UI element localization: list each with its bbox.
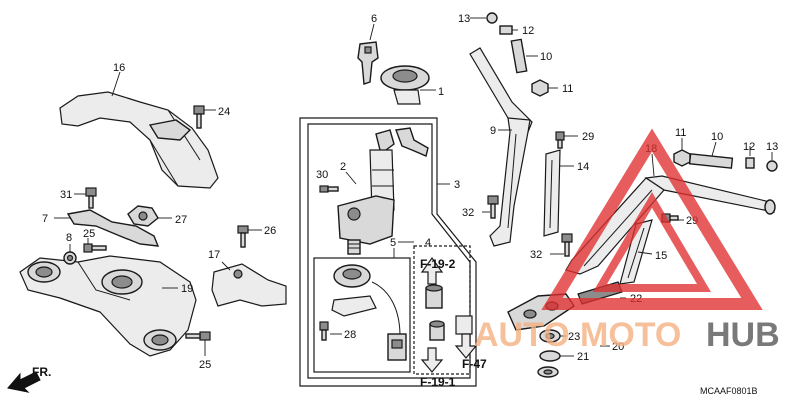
part-32-bolt-right	[561, 233, 573, 257]
reference-box	[413, 245, 471, 375]
callout-8: 8	[66, 232, 72, 244]
part-29-bolt-left	[555, 131, 565, 149]
leader-16	[111, 71, 121, 97]
part-21-washer	[537, 350, 561, 378]
callout-1: 1	[438, 86, 444, 98]
watermark-text-hub: HUB	[706, 316, 780, 354]
callout-19: 19	[181, 283, 193, 295]
callout-17: 17	[208, 249, 220, 261]
leader-15	[637, 251, 653, 255]
callout-28: 28	[344, 329, 356, 341]
watermark-logo: AUTO MOTO HUB	[474, 128, 780, 354]
callout-9: 9	[490, 125, 496, 137]
callout-16: 16	[113, 62, 125, 74]
part-19-top-bridge	[19, 255, 197, 357]
part-12-collar-right	[745, 157, 755, 169]
leader-17	[221, 261, 231, 271]
part-16-upper-cover	[59, 91, 219, 189]
ref-f192: F-19-2	[420, 257, 456, 271]
callout-20: 20	[612, 341, 624, 353]
watermark-text-moto: MOTO	[580, 316, 681, 354]
part-14-plate	[543, 149, 561, 237]
part-9-left-handlebar	[469, 47, 533, 247]
watermark-text-auto: AUTO	[474, 316, 570, 354]
callout-23: 23	[568, 331, 580, 343]
part-2-ignition-switch	[337, 149, 395, 245]
part-6-key	[357, 41, 379, 85]
callout-3: 3	[454, 179, 460, 191]
ref-arrow-f47	[454, 333, 478, 359]
part-5-box	[313, 257, 411, 373]
callout-15: 15	[655, 250, 667, 262]
part-1-ignition-cover	[380, 65, 430, 105]
part-10-weight-left	[510, 38, 528, 74]
part-24-bolt	[193, 105, 205, 129]
part-12-collar-left	[499, 25, 513, 35]
ref-f47: F-47	[462, 357, 487, 371]
lock-cylinders	[425, 284, 473, 341]
direction-label: FR.	[32, 365, 51, 379]
part-30-screw	[319, 185, 339, 193]
part-27-nut	[127, 205, 159, 227]
callout-31: 31	[60, 189, 72, 201]
callout-12b: 12	[743, 141, 755, 153]
part-17-bracket	[211, 263, 287, 307]
callout-27: 27	[175, 214, 187, 226]
leader-2	[345, 171, 357, 185]
callout-25b: 25	[199, 359, 211, 371]
callout-32b: 32	[530, 249, 542, 261]
callout-29a: 29	[582, 131, 594, 143]
callout-26: 26	[264, 225, 276, 237]
callout-25a: 25	[83, 228, 95, 240]
part-31-bolt	[85, 187, 97, 209]
callout-11b: 11	[675, 127, 686, 139]
part-7-bracket	[66, 209, 160, 247]
part-23-collar	[539, 329, 561, 343]
diagram-code: MCAAF0801B	[700, 386, 758, 396]
part-5-switch-unit	[331, 264, 407, 361]
ref-arrow-f192	[420, 256, 444, 285]
callout-10b: 10	[711, 131, 723, 143]
callout-5: 5	[390, 237, 396, 249]
callout-21: 21	[577, 351, 589, 363]
part-15-plate	[619, 219, 653, 285]
callout-2: 2	[340, 161, 346, 173]
spring	[347, 239, 361, 255]
callout-14: 14	[577, 161, 589, 173]
part-25-bolt-lower	[185, 331, 211, 341]
part-13-cap-left	[486, 12, 498, 24]
callout-13a: 13	[458, 13, 470, 25]
part-25-bolt-upper	[83, 243, 107, 253]
leader-10b	[711, 141, 717, 157]
part-13-cap-right	[766, 160, 778, 172]
callout-11a: 11	[562, 83, 573, 95]
part-11-nut-left	[531, 79, 549, 97]
callout-13b: 13	[766, 141, 778, 153]
part-11-nut-right	[673, 149, 691, 167]
callout-7: 7	[42, 213, 48, 225]
part-28-screw	[319, 321, 329, 341]
ref-f191: F-19-1	[420, 375, 456, 389]
callout-4: 4	[425, 237, 431, 249]
leader-18	[651, 153, 655, 177]
part-8-washer	[63, 251, 77, 265]
callout-32a: 32	[462, 207, 474, 219]
part-10-weight-right	[688, 153, 734, 169]
part-32-bolt-left	[487, 195, 499, 219]
part-26-bolt	[237, 225, 249, 248]
callout-10a: 10	[540, 51, 552, 63]
front-direction-arrow	[7, 371, 41, 393]
callout-12a: 12	[522, 25, 534, 37]
callout-30: 30	[316, 169, 328, 181]
leader-6	[369, 23, 375, 41]
ref-arrow-f191	[420, 347, 444, 373]
callout-6: 6	[371, 13, 377, 25]
callout-24: 24	[218, 106, 230, 118]
